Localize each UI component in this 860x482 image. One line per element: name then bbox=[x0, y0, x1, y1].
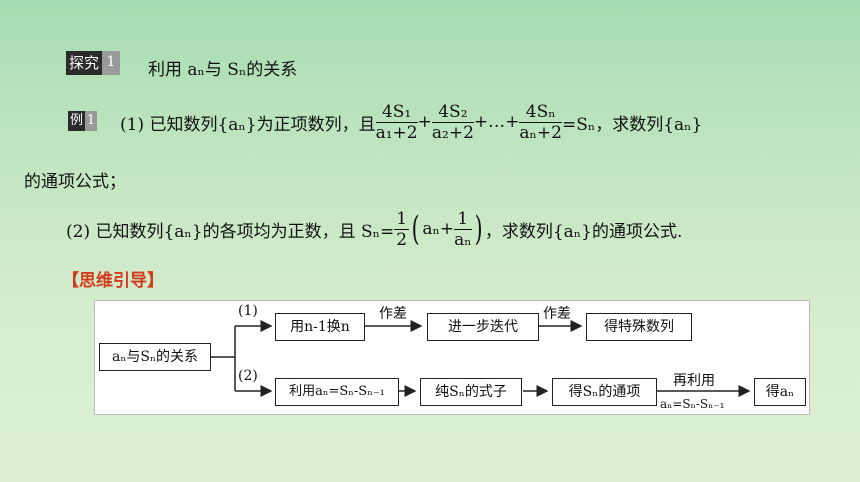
branch2-label: (2) bbox=[238, 368, 258, 384]
b1-node-iterate: 进一步迭代 bbox=[427, 313, 539, 341]
fraction-1-denominator: a₁+2 bbox=[375, 122, 418, 143]
b2-edge-label-top: 再利用 bbox=[673, 373, 715, 389]
fraction-2-denominator: a₂+2 bbox=[431, 122, 474, 143]
fraction-3-denominator: aₙ+2 bbox=[519, 122, 562, 143]
b2-edge-label-bottom: aₙ=Sₙ-Sₙ₋₁ bbox=[660, 397, 725, 411]
b2-node-get-a: 得aₙ bbox=[754, 378, 806, 406]
fraction-half: 1 2 bbox=[394, 208, 410, 250]
fraction-1: 4S₁ a₁+2 bbox=[375, 102, 418, 143]
left-paren: ( bbox=[411, 209, 420, 249]
b1-node-replace: 用n-1换n bbox=[275, 313, 365, 341]
ellipsis-sum: +…+ bbox=[473, 112, 520, 132]
explore-tag: 探究 1 bbox=[66, 51, 121, 75]
fraction-1-numerator: 4S₁ bbox=[375, 102, 418, 123]
b1-node-special-seq: 得特殊数列 bbox=[586, 313, 692, 341]
fraction-reciprocal-numerator: 1 bbox=[454, 209, 472, 230]
fraction-3-numerator: 4Sₙ bbox=[519, 102, 562, 123]
b2-node-use-formula: 利用aₙ=Sₙ-Sₙ₋₁ bbox=[275, 378, 399, 406]
fraction-2-numerator: 4S₂ bbox=[431, 102, 474, 123]
branch1-label: (1) bbox=[238, 303, 258, 319]
explore-tag-label: 探究 bbox=[66, 51, 103, 75]
right-paren: ) bbox=[474, 209, 483, 249]
problem-2-prefix: (2) 已知数列{aₙ}的各项均为正数，且 Sₙ= bbox=[66, 221, 395, 242]
guide-title: 【思维引导】 bbox=[62, 271, 164, 291]
example-tag-label: 例 bbox=[68, 111, 86, 131]
fraction-half-numerator: 1 bbox=[394, 208, 410, 230]
problem-1-prefix: (1) 已知数列{aₙ}为正项数列，且 bbox=[120, 114, 376, 135]
problem-2-line: (2) 已知数列{aₙ}的各项均为正数，且 Sₙ= 1 2 ( aₙ+ 1 aₙ… bbox=[66, 206, 682, 252]
flowchart-connectors bbox=[211, 320, 751, 397]
fraction-reciprocal: 1 aₙ bbox=[454, 209, 472, 250]
b1-edge-label-2: 作差 bbox=[543, 306, 571, 322]
problem-2-suffix: ，求数列{aₙ}的通项公式. bbox=[484, 221, 683, 242]
explore-tag-number: 1 bbox=[102, 51, 121, 75]
example-tag: 例 1 bbox=[68, 111, 98, 131]
problem-1-line: (1) 已知数列{aₙ}为正项数列，且 4S₁ a₁+2 + 4S₂ a₂+2 … bbox=[120, 100, 702, 144]
fraction-3: 4Sₙ aₙ+2 bbox=[519, 102, 562, 143]
flow-root-node: aₙ与Sₙ的关系 bbox=[99, 343, 211, 371]
plus-sign: + bbox=[417, 112, 432, 132]
fraction-half-denominator: 2 bbox=[396, 229, 408, 250]
fraction-reciprocal-denominator: aₙ bbox=[454, 229, 472, 250]
example-tag-number: 1 bbox=[85, 111, 98, 131]
b2-node-s-general: 得Sₙ的通项 bbox=[552, 378, 657, 406]
b2-node-pure-s: 纯Sₙ的式子 bbox=[420, 378, 522, 406]
paren-inner-term: aₙ+ bbox=[422, 219, 455, 239]
b1-edge-label-1: 作差 bbox=[379, 306, 407, 322]
topic-title: 利用 aₙ与 Sₙ的关系 bbox=[148, 60, 298, 80]
fraction-2: 4S₂ a₂+2 bbox=[431, 102, 474, 143]
problem-1-continuation: 的通项公式； bbox=[24, 172, 126, 192]
flowchart: aₙ与Sₙ的关系 (1) (2) 用n-1换n 作差 进一步迭代 作差 得特殊数… bbox=[94, 300, 810, 415]
problem-1-suffix: =Sₙ，求数列{aₙ} bbox=[561, 114, 703, 135]
